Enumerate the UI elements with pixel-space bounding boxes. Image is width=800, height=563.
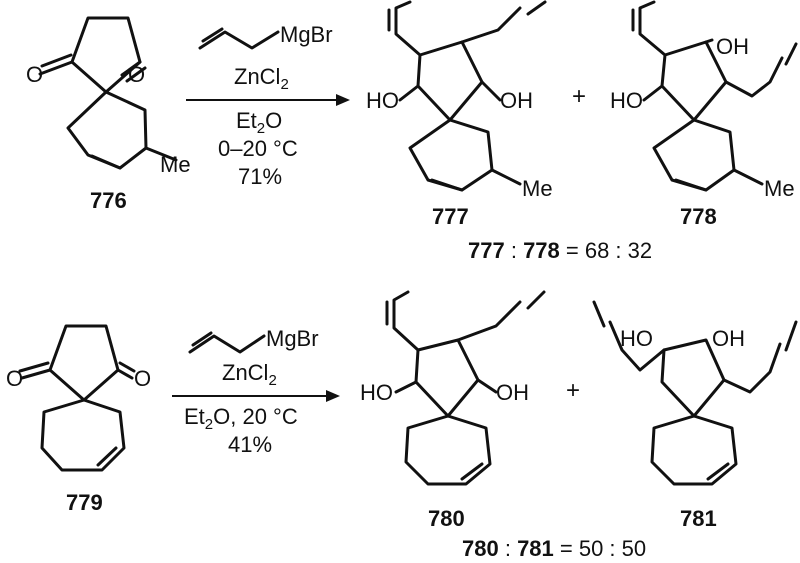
compound-label-780: 780 — [428, 506, 465, 531]
compound-label-781: 781 — [680, 506, 717, 531]
temperature-label: 0–20 °C — [218, 136, 298, 161]
reagent-label: MgBr — [280, 22, 333, 47]
compound-label-776: 776 — [90, 188, 127, 213]
compound-label-778: 778 — [680, 204, 717, 229]
methyl-label: Me — [522, 176, 553, 201]
structure-777: HO OH Me — [366, 0, 553, 201]
reagent-label: MgBr — [266, 326, 319, 351]
allyl-reagent — [188, 331, 266, 354]
product-ratio-2: 780 : 781 = 50 : 50 — [462, 536, 646, 561]
hydroxyl-label: HO — [620, 326, 653, 351]
solvent-label: Et2O, 20 °C — [184, 404, 298, 433]
yield-label: 71% — [238, 164, 282, 189]
oxygen-label: O — [134, 366, 151, 391]
hydroxyl-label: OH — [716, 34, 749, 59]
solvent-label: Et2O — [236, 108, 282, 137]
hydroxyl-label: HO — [366, 88, 399, 113]
compound-label-777: 777 — [432, 204, 469, 229]
methyl-label: Me — [160, 152, 191, 177]
plus-sign: + — [566, 377, 580, 404]
oxygen-label: O — [128, 62, 145, 87]
product-ratio-1: 777 : 778 = 68 : 32 — [468, 238, 652, 263]
oxygen-label: O — [26, 62, 43, 87]
oxygen-label: O — [6, 366, 23, 391]
hydroxyl-label: HO — [610, 88, 643, 113]
hydroxyl-label: OH — [712, 326, 745, 351]
compound-label-779: 779 — [66, 490, 103, 515]
structure-781: HO OH — [592, 300, 798, 486]
allyl-reagent — [198, 27, 280, 50]
structure-779: O O — [6, 324, 151, 472]
methyl-label: Me — [764, 176, 795, 201]
structure-780: HO OH — [360, 290, 546, 486]
additive-label: ZnCl2 — [234, 64, 289, 93]
hydroxyl-label: HO — [360, 380, 393, 405]
additive-label: ZnCl2 — [222, 360, 277, 389]
hydroxyl-label: OH — [500, 88, 533, 113]
structure-776: O O Me — [26, 16, 191, 177]
structure-778: HO OH Me — [610, 0, 798, 201]
plus-sign: + — [572, 83, 586, 110]
yield-label: 41% — [228, 432, 272, 457]
hydroxyl-label: OH — [496, 380, 529, 405]
